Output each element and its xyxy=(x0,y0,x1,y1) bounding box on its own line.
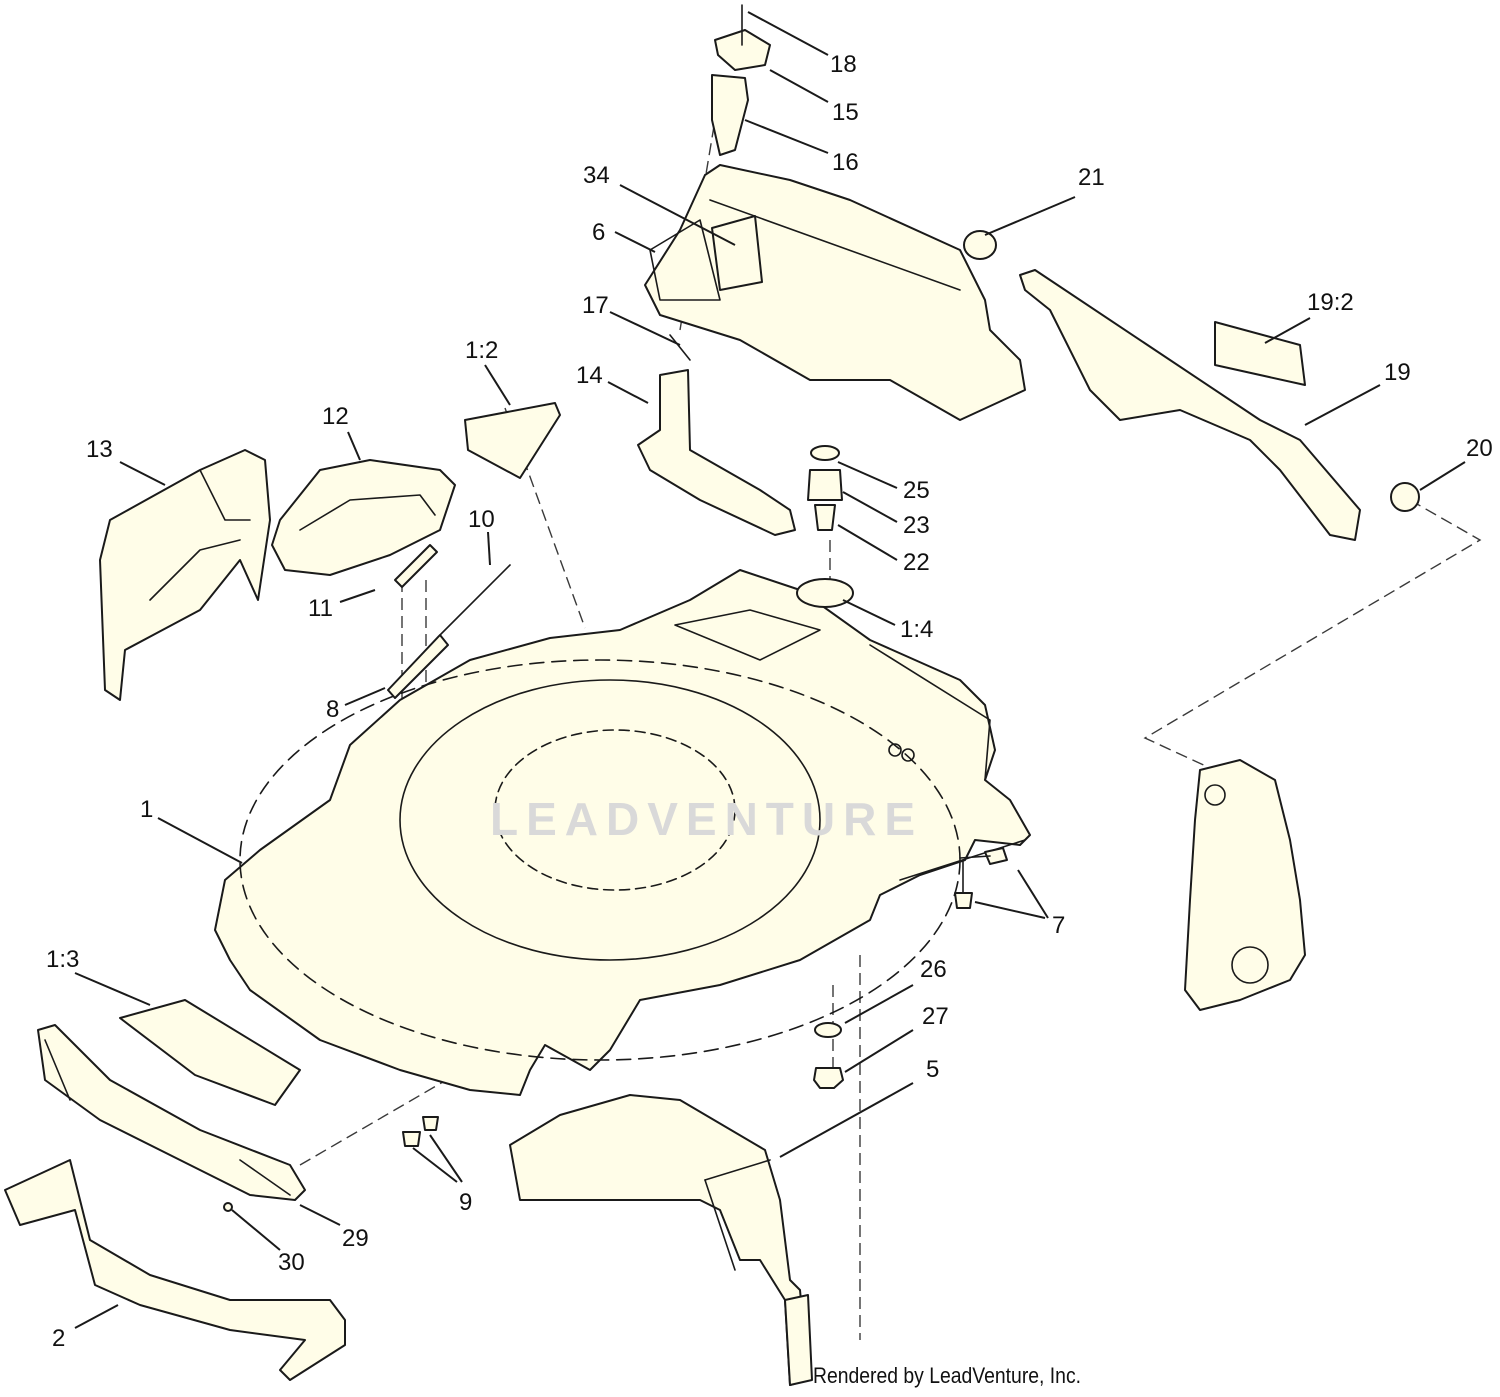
height-adjuster-stack xyxy=(796,445,854,608)
rear-handle-axle xyxy=(963,230,1420,541)
callout-29: 29 xyxy=(342,1225,369,1252)
callout-5: 5 xyxy=(926,1056,939,1083)
callout-25: 25 xyxy=(903,477,930,504)
credit-text: Rendered by LeadVenture, Inc. xyxy=(813,1363,1082,1388)
leader-lines xyxy=(74,11,1466,1329)
callout-2: 2 xyxy=(52,1325,65,1352)
callout-21: 21 xyxy=(1078,164,1105,191)
front-bumper xyxy=(4,1159,346,1381)
mower-deck xyxy=(214,569,1031,1096)
callout-1-3: 1:3 xyxy=(46,946,79,973)
callout-26: 26 xyxy=(920,956,947,983)
callout-11: 11 xyxy=(308,595,333,622)
watermark-text: LEADVENTURE xyxy=(490,793,923,845)
washer-nut xyxy=(813,1022,844,1089)
callout-labels: 18 15 16 34 6 21 19:2 19 17 14 1:2 12 13… xyxy=(46,51,1493,1352)
callout-17: 17 xyxy=(582,292,609,319)
front-baffle xyxy=(37,1024,306,1201)
callout-14: 14 xyxy=(576,362,603,389)
callout-1: 1 xyxy=(140,796,153,823)
rear-axle-lever xyxy=(637,334,796,536)
callout-19-2: 19:2 xyxy=(1307,289,1354,316)
wheel-height-bracket xyxy=(1184,759,1306,1011)
side-discharge-cover xyxy=(99,449,271,701)
mulch-plug xyxy=(271,459,456,576)
callout-18: 18 xyxy=(830,51,857,78)
top-handle-parts xyxy=(711,4,771,156)
callout-34: 34 xyxy=(583,162,610,189)
callout-27: 27 xyxy=(922,1003,949,1030)
callout-22: 22 xyxy=(903,549,930,576)
callout-6: 6 xyxy=(592,219,605,246)
callout-15: 15 xyxy=(832,99,859,126)
rear-door-assembly xyxy=(644,164,1026,421)
callout-10: 10 xyxy=(468,506,495,533)
callout-9: 9 xyxy=(459,1189,472,1216)
callout-8: 8 xyxy=(326,696,339,723)
callout-7: 7 xyxy=(1052,912,1065,939)
screws-9-30 xyxy=(223,1116,439,1212)
callout-12: 12 xyxy=(322,403,349,430)
decal-1-3 xyxy=(119,999,301,1106)
callout-16: 16 xyxy=(832,149,859,176)
callout-13: 13 xyxy=(86,436,113,463)
rear-discharge-chute xyxy=(509,1094,813,1386)
callout-30: 30 xyxy=(278,1249,305,1276)
decal-1-2 xyxy=(464,402,561,479)
callout-1-4: 1:4 xyxy=(900,616,933,643)
bolts-7 xyxy=(954,847,1008,909)
callout-23: 23 xyxy=(903,512,930,539)
callout-20: 20 xyxy=(1466,435,1493,462)
callout-19: 19 xyxy=(1384,359,1411,386)
callout-1-2: 1:2 xyxy=(465,337,498,364)
height-adjust-linkage xyxy=(387,544,511,699)
